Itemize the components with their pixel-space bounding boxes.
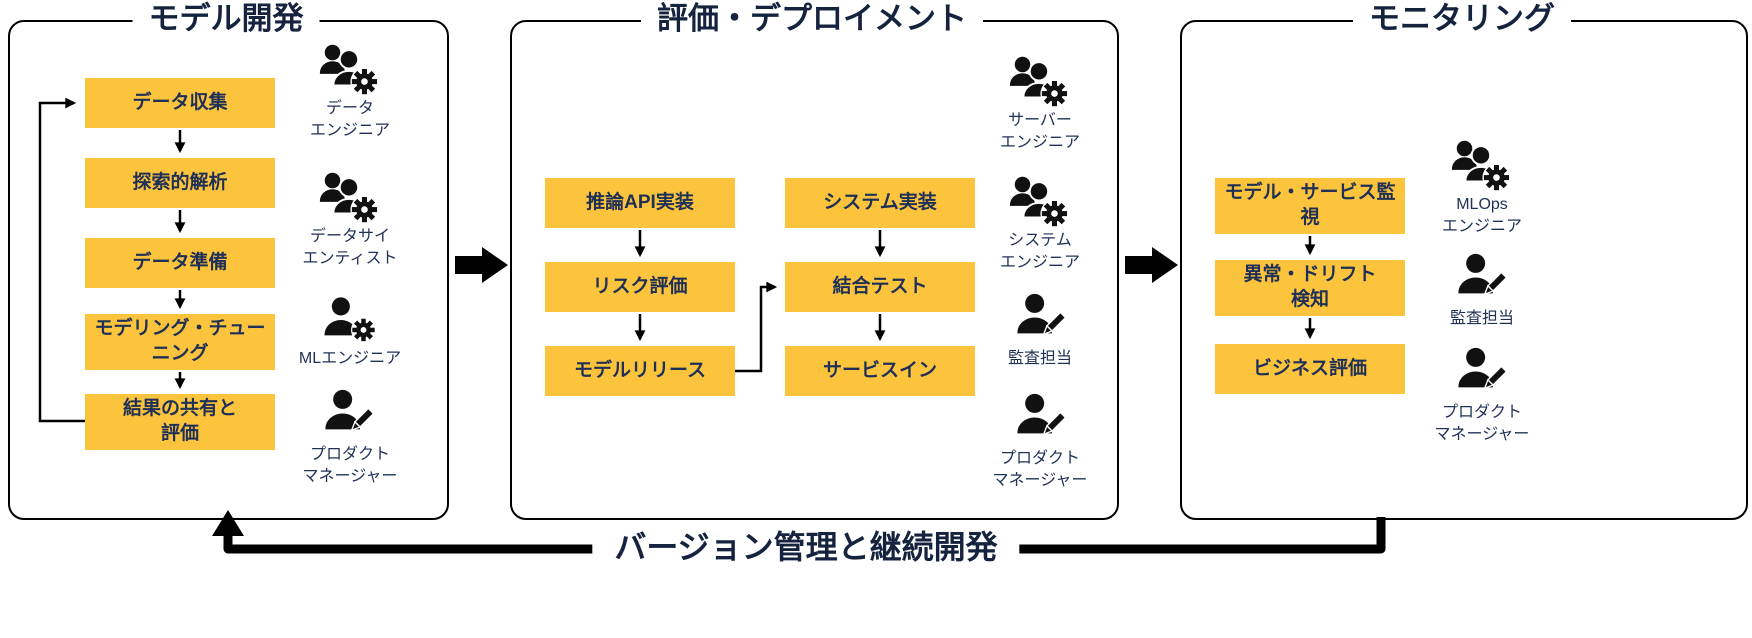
step-data-preparation: データ準備 [85, 238, 275, 288]
step-risk-evaluation: リスク評価 [545, 262, 735, 312]
step-service-in: サービスイン [785, 346, 975, 396]
role-mlops-engineer-label: MLOps エンジニア [1441, 196, 1523, 236]
transition-arrow-dev-to-deploy [455, 247, 508, 283]
person-pencil-icon [1453, 344, 1511, 398]
people-gear-icon [317, 168, 379, 226]
iteration-loop-arrow [38, 97, 85, 423]
people-gear-icon [1007, 52, 1069, 110]
role-product-manager-label: プロダクト マネージャー [992, 450, 1088, 490]
role-auditor-label: 監査担当 [1007, 350, 1073, 367]
step-label: データ準備 [132, 251, 228, 273]
role-system-engineer-label: システム エンジニア [999, 232, 1081, 272]
people-gear-icon [1007, 172, 1069, 230]
panel-title-monitoring: モニタリング [1353, 0, 1571, 38]
step-modeling-tuning: モデリング・チュー ニング [85, 314, 275, 370]
step-label: モデルリリース [573, 359, 707, 381]
flow-arrows-model-development [38, 97, 186, 423]
version-control-loop-arrowhead [212, 510, 244, 536]
step-model-release: モデルリリース [545, 346, 735, 396]
person-gear-icon [320, 293, 378, 347]
step-business-evaluation: ビジネス評価 [1215, 344, 1405, 394]
step-label: 結合テスト [832, 275, 928, 297]
step-system-implementation: システム実装 [785, 178, 975, 228]
step-label: サービスイン [822, 359, 937, 381]
step-inference-api: 推論API実装 [545, 178, 735, 228]
panel-title-model-development: モデル開発 [132, 0, 320, 38]
people-gear-icon [1449, 136, 1511, 194]
role-server-engineer-label: サーバー エンジニア [999, 112, 1081, 152]
transition-arrow-deploy-to-monitor [1125, 247, 1178, 283]
step-label: モデリング・チュー ニング [94, 318, 266, 364]
person-pencil-icon [1453, 250, 1511, 304]
step-anomaly-drift-detection: 異常・ドリフト 検知 [1215, 260, 1405, 316]
step-label: 異常・ドリフト 検知 [1243, 264, 1377, 310]
step-label: 結果の共有と 評価 [122, 398, 237, 444]
people-gear-icon [317, 40, 379, 98]
step-label: ビジネス評価 [1252, 357, 1367, 379]
step-data-collection: データ収集 [85, 78, 275, 128]
role-ml-engineer-label: MLエンジニア [298, 350, 402, 367]
step-model-service-monitoring: モデル・サービス監 視 [1215, 178, 1405, 234]
panel-title-evaluation-deployment: 評価・デプロイメント [641, 0, 983, 38]
step-integration-test: 結合テスト [785, 262, 975, 312]
person-pencil-icon [1012, 290, 1070, 344]
role-product-manager-label: プロダクト マネージャー [1434, 404, 1530, 444]
release-to-integration-arrow [735, 281, 778, 373]
person-pencil-icon [1012, 390, 1070, 444]
step-label: データ収集 [132, 91, 228, 113]
person-pencil-icon [320, 386, 378, 440]
step-label: モデル・サービス監 視 [1224, 182, 1396, 228]
step-label: システム実装 [823, 191, 937, 213]
step-exploratory-analysis: 探索的解析 [85, 158, 275, 208]
step-label: 推論API実装 [586, 191, 694, 213]
role-data-engineer-label: データ エンジニア [309, 100, 391, 140]
step-label: リスク評価 [592, 275, 688, 297]
step-label: 探索的解析 [132, 171, 228, 193]
step-result-sharing-evaluation: 結果の共有と 評価 [85, 394, 275, 450]
version-control-loop-label: バージョン管理と継続開発 [592, 526, 1020, 568]
flow-arrows-evaluation-deployment [634, 230, 886, 373]
role-data-scientist-label: データサイ エンティスト [302, 228, 398, 268]
role-auditor-label: 監査担当 [1449, 310, 1515, 327]
role-product-manager-label: プロダクト マネージャー [302, 446, 398, 486]
